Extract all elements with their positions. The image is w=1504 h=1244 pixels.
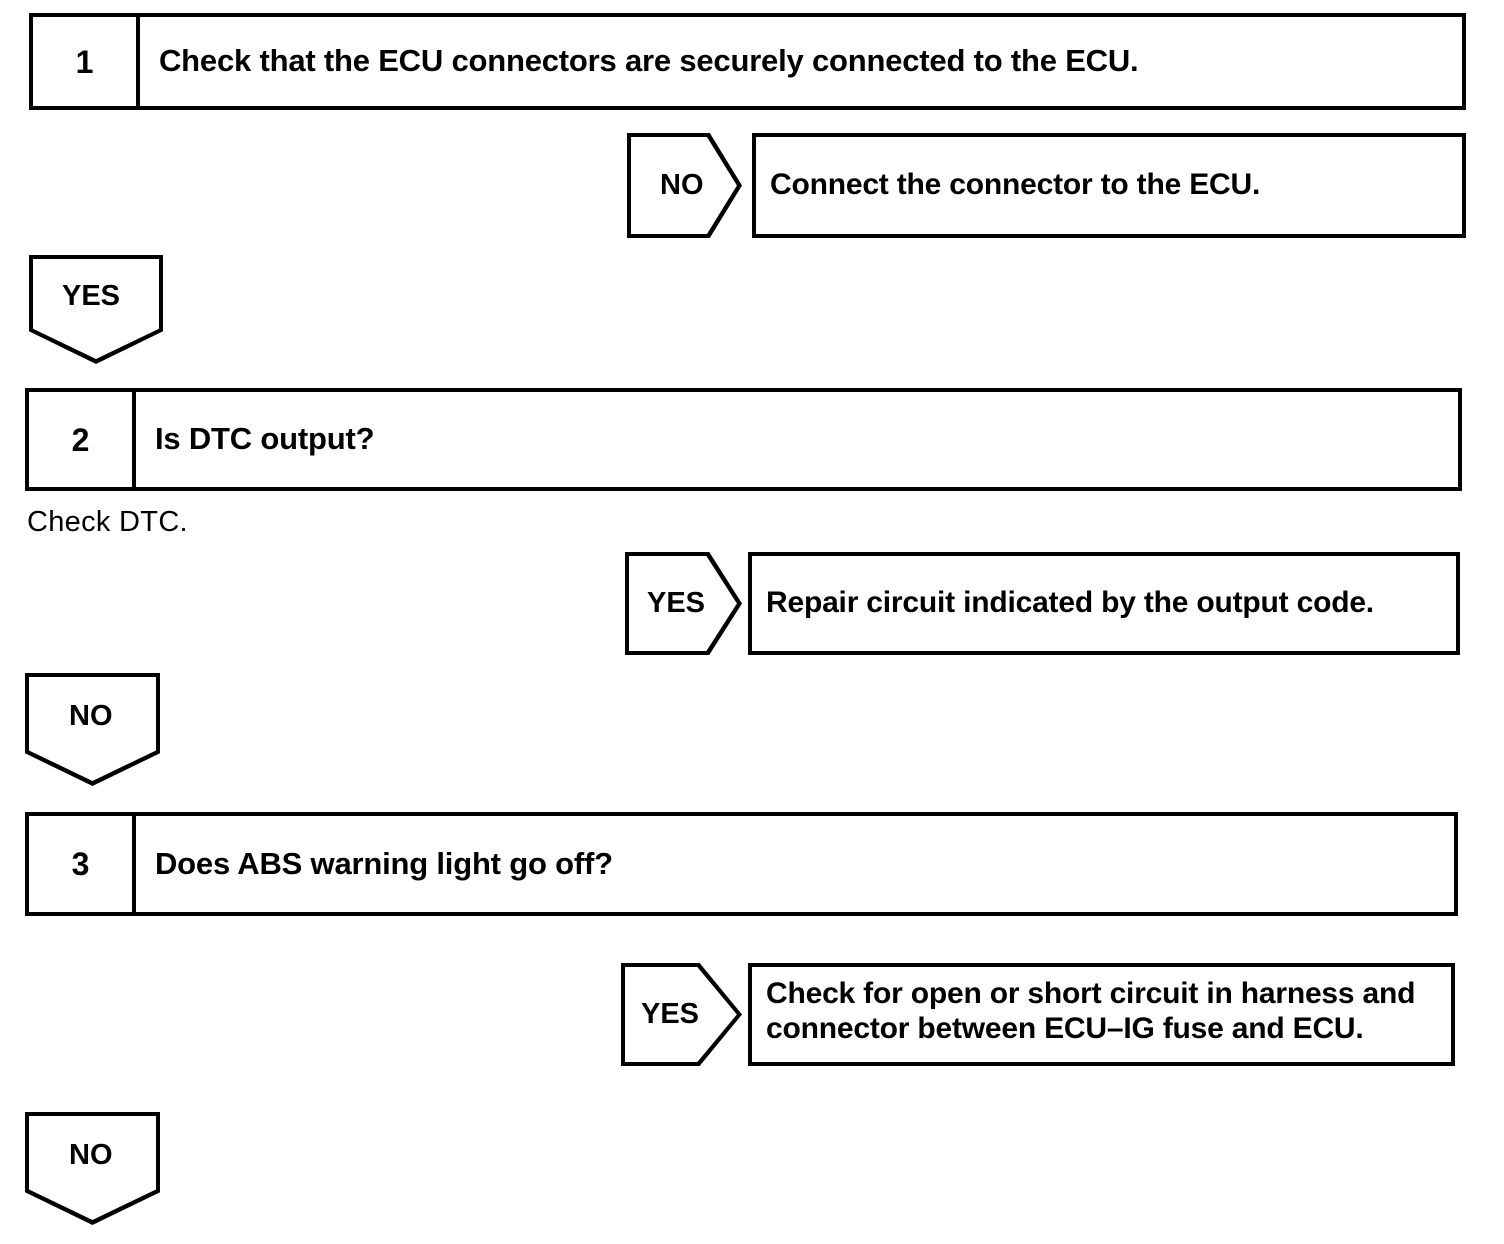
- step-1-no-result-box: Connect the connector to the ECU.: [752, 133, 1466, 238]
- step-1-number: 1: [33, 17, 140, 106]
- step-3-no-pentagon: NO: [25, 1112, 160, 1225]
- step-3-no-label: NO: [69, 1139, 113, 1171]
- step-2-number: 2: [29, 392, 136, 487]
- step-2-yes-chevron: YES: [625, 552, 742, 655]
- step-3-yes-chevron: YES: [621, 963, 742, 1066]
- step-3-box: 3 Does ABS warning light go off?: [25, 812, 1458, 916]
- step-2-note: Check DTC.: [27, 506, 188, 538]
- step-1-no-chevron: NO: [627, 133, 742, 238]
- step-3-question: Does ABS warning light go off?: [155, 845, 613, 881]
- step-2-yes-result-text: Repair circuit indicated by the output c…: [766, 586, 1374, 620]
- step-3-yes-label: YES: [641, 998, 700, 1030]
- step-1-no-result-text: Connect the connector to the ECU.: [770, 168, 1261, 202]
- step-3-yes-result-line-2: connector between ECU–IG fuse and ECU.: [766, 1011, 1364, 1045]
- step-2-question: Is DTC output?: [155, 421, 375, 457]
- step-1-box: 1 Check that the ECU connectors are secu…: [29, 13, 1466, 110]
- step-2-no-pentagon: NO: [25, 673, 160, 786]
- step-2-yes-label: YES: [647, 587, 706, 619]
- step-2-yes-result-box: Repair circuit indicated by the output c…: [748, 552, 1460, 655]
- step-2-box: 2 Is DTC output?: [25, 388, 1462, 491]
- step-1-yes-label: YES: [62, 280, 121, 312]
- step-1-no-label: NO: [660, 169, 704, 201]
- step-3-number: 3: [29, 816, 136, 912]
- step-2-no-label: NO: [69, 700, 113, 732]
- step-1-question: Check that the ECU connectors are secure…: [159, 43, 1139, 79]
- step-1-yes-pentagon: YES: [29, 255, 163, 364]
- step-3-yes-result-box: Check for open or short circuit in harne…: [748, 963, 1455, 1066]
- step-3-yes-result-line-1: Check for open or short circuit in harne…: [766, 977, 1416, 1010]
